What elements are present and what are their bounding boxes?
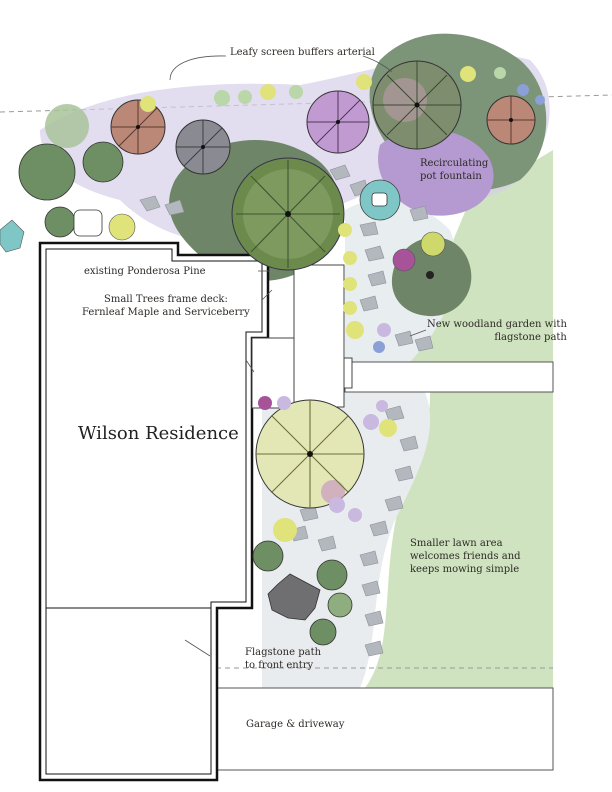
lawn-label: Smaller lawn area welcomes friends and k… [410, 538, 521, 575]
garage-label: Garage & driveway [246, 719, 345, 730]
flagstones-north [139, 164, 434, 352]
ponderosa-label: existing Ponderosa Pine [84, 266, 206, 277]
ponderosa-pine [231, 157, 345, 271]
deck-bench [343, 357, 353, 389]
flowering-tree-purple [306, 90, 370, 154]
residence-title: Wilson Residence [78, 423, 239, 444]
fountain-bed [378, 129, 494, 216]
pot-fountain [359, 179, 401, 221]
small-trees-label: Small Trees frame deck: Fernleaf Maple a… [82, 294, 250, 318]
south-shrubs [252, 540, 353, 646]
gray-tree [175, 119, 231, 175]
shade-tree-northeast [372, 60, 462, 150]
maple-tree-west [110, 99, 166, 155]
deck-step [251, 337, 295, 409]
flagstone-entry-label: Flagstone path to front entry [245, 647, 322, 671]
woodland-shrub [391, 231, 472, 317]
gold-tree-south [255, 399, 365, 509]
maple-tree-east [486, 95, 536, 145]
annotation-leaders [169, 55, 427, 657]
evergreen-shrubs-west [0, 104, 136, 253]
woodland-label: New woodland garden with flagstone path [427, 319, 567, 343]
garage-strip [216, 687, 554, 771]
perennials [140, 66, 545, 542]
fountain-label: Recirculating pot fountain [420, 158, 489, 182]
deck [293, 264, 345, 408]
house-inner-outline [45, 248, 263, 775]
driveway-strip [344, 361, 554, 393]
leafy-screen-label: Leafy screen buffers arterial [230, 47, 375, 58]
